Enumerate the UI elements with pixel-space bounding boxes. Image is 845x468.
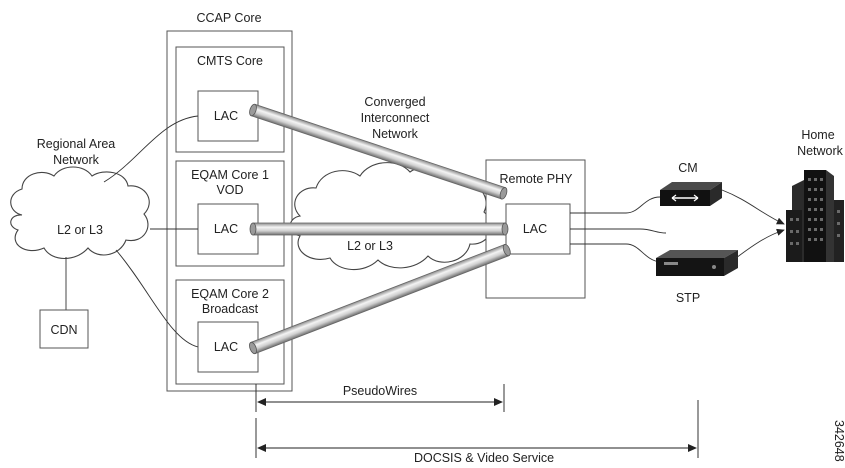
pseudowire-tube-3 — [249, 243, 511, 355]
eqam-core1-title: EQAM Core 1 — [191, 168, 269, 182]
regional-network-label-2: Network — [53, 153, 100, 167]
cdn-label: CDN — [50, 323, 77, 337]
building-icon — [786, 170, 844, 262]
pseudowires-span: PseudoWires — [255, 384, 505, 412]
cable-modem-icon — [660, 182, 722, 206]
eqam-core-1: EQAM Core 1 VOD LAC — [175, 160, 285, 267]
converged-interconnect-network: Converged Interconnect Network L2 or L3 — [289, 95, 492, 271]
regional-links — [103, 115, 199, 348]
pseudowire-tubes — [249, 103, 511, 355]
docsis-video-span: DOCSIS & Video Service — [255, 400, 699, 465]
lac-label-cmts: LAC — [214, 109, 238, 123]
cin-label-3: Network — [372, 127, 419, 141]
regional-cloud-icon — [10, 166, 150, 260]
figure-number: 342648 — [832, 420, 845, 462]
stp-label: STP — [676, 291, 700, 305]
lac-label-eqam1: LAC — [214, 222, 238, 236]
regional-cloud-label: L2 or L3 — [57, 223, 103, 237]
cm-label: CM — [678, 161, 697, 175]
cmts-core-label: CMTS Core — [197, 54, 263, 68]
cmts-core: CMTS Core LAC — [175, 46, 285, 153]
eqam-core1-subtitle: VOD — [216, 183, 243, 197]
eqam-core-2: EQAM Core 2 Broadcast LAC — [175, 279, 285, 385]
ccap-core-label: CCAP Core — [196, 11, 261, 25]
cable-modem: CM — [660, 161, 722, 206]
eqam-core2-title: EQAM Core 2 — [191, 287, 269, 301]
lac-box-remote-phy — [505, 203, 571, 255]
cin-cloud-label: L2 or L3 — [347, 239, 393, 253]
cin-label-1: Converged — [364, 95, 425, 109]
lac-box-eqam1 — [197, 203, 259, 255]
remote-phy: Remote PHY LAC — [485, 159, 586, 299]
home-network: Home Network — [786, 128, 844, 262]
remote-phy-label: Remote PHY — [500, 172, 574, 186]
regional-network: Regional Area Network L2 or L3 — [10, 137, 150, 260]
lac-label-remote-phy: LAC — [523, 222, 547, 236]
pseudowires-label: PseudoWires — [343, 384, 417, 398]
cdn: CDN — [39, 257, 89, 349]
cin-label-2: Interconnect — [361, 111, 430, 125]
home-network-label-2: Network — [797, 144, 844, 158]
home-links — [721, 189, 785, 259]
set-top-box: STP — [656, 250, 738, 305]
lac-box-eqam2 — [197, 321, 259, 373]
set-top-box-icon — [656, 250, 738, 276]
home-network-label-1: Home — [801, 128, 834, 142]
remote-phy-links — [570, 196, 667, 263]
lac-label-eqam2: LAC — [214, 340, 238, 354]
pseudowire-tube-2 — [249, 222, 509, 236]
pseudowire-tube-1 — [249, 103, 508, 200]
docsis-video-label: DOCSIS & Video Service — [414, 451, 554, 465]
regional-network-label-1: Regional Area — [37, 137, 116, 151]
eqam-core2-subtitle: Broadcast — [202, 302, 259, 316]
